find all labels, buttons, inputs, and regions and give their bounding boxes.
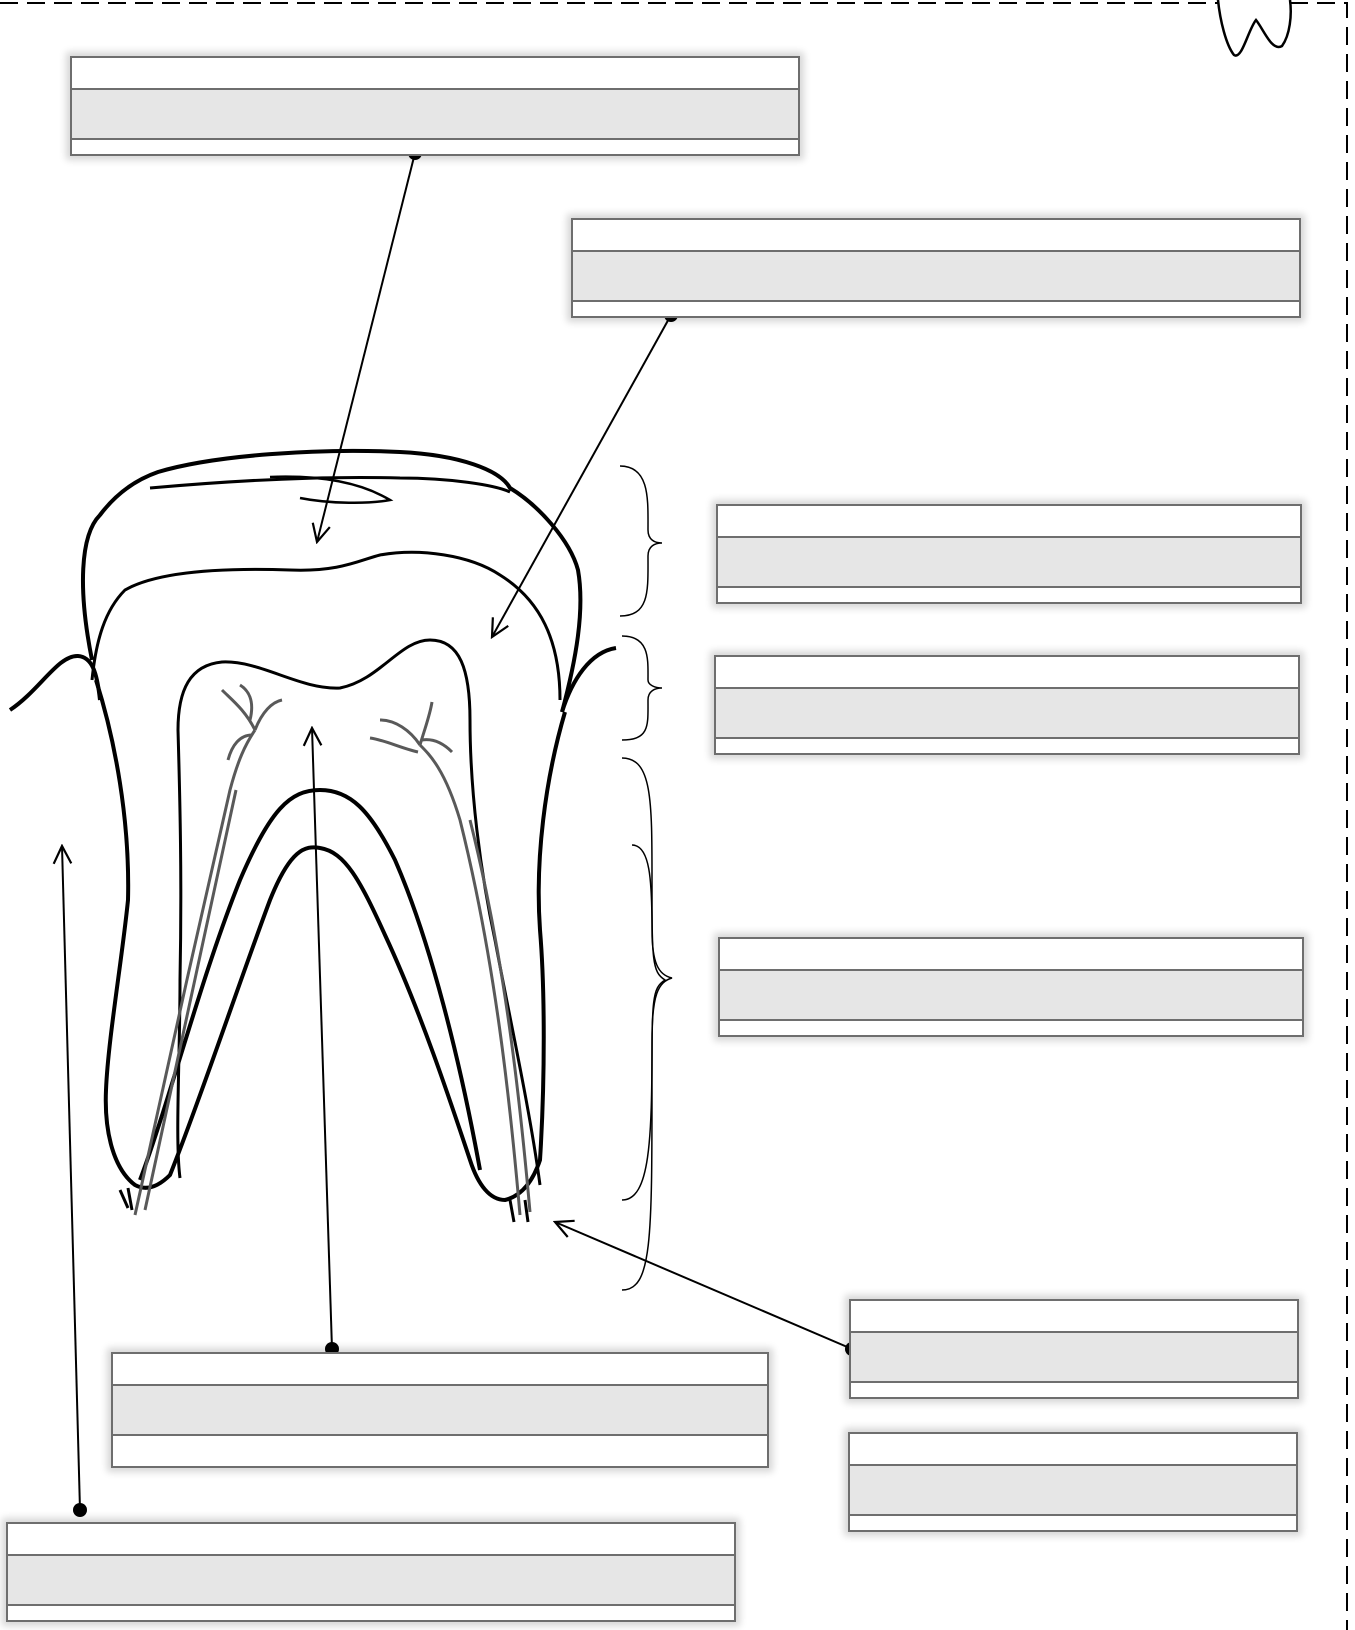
brace-neck — [622, 636, 662, 740]
label-box-8[interactable] — [111, 1352, 769, 1468]
leader-7 — [312, 728, 332, 1349]
brace-crown — [620, 466, 662, 616]
brace-root-inner — [622, 845, 672, 1200]
label-box-1-answer[interactable] — [72, 90, 798, 140]
leader-dots — [73, 146, 859, 1517]
label-box-1[interactable] — [70, 56, 800, 156]
label-box-5-answer[interactable] — [720, 971, 1302, 1021]
label-box-3[interactable] — [716, 504, 1302, 604]
leader-1 — [317, 153, 415, 542]
label-box-2[interactable] — [571, 218, 1301, 318]
label-box-9-answer[interactable] — [8, 1556, 734, 1606]
label-box-7-answer[interactable] — [850, 1466, 1296, 1516]
label-box-9[interactable] — [6, 1522, 736, 1622]
pulp-chamber — [178, 640, 540, 1185]
label-box-8-answer[interactable] — [113, 1386, 767, 1436]
label-box-7[interactable] — [848, 1432, 1298, 1532]
label-box-4[interactable] — [714, 655, 1300, 755]
label-box-3-answer[interactable] — [718, 538, 1300, 588]
label-box-6[interactable] — [849, 1299, 1299, 1399]
label-box-6-answer[interactable] — [851, 1333, 1297, 1383]
label-box-2-answer[interactable] — [573, 252, 1299, 302]
dentin-line — [92, 552, 560, 700]
brace-root — [622, 758, 665, 1290]
leader-8 — [62, 846, 80, 1510]
leader-5 — [555, 1222, 852, 1349]
label-box-4-answer[interactable] — [716, 689, 1298, 739]
gum-line-left — [10, 656, 100, 710]
label-box-5[interactable] — [718, 937, 1304, 1037]
root-tip-left — [120, 1188, 132, 1210]
